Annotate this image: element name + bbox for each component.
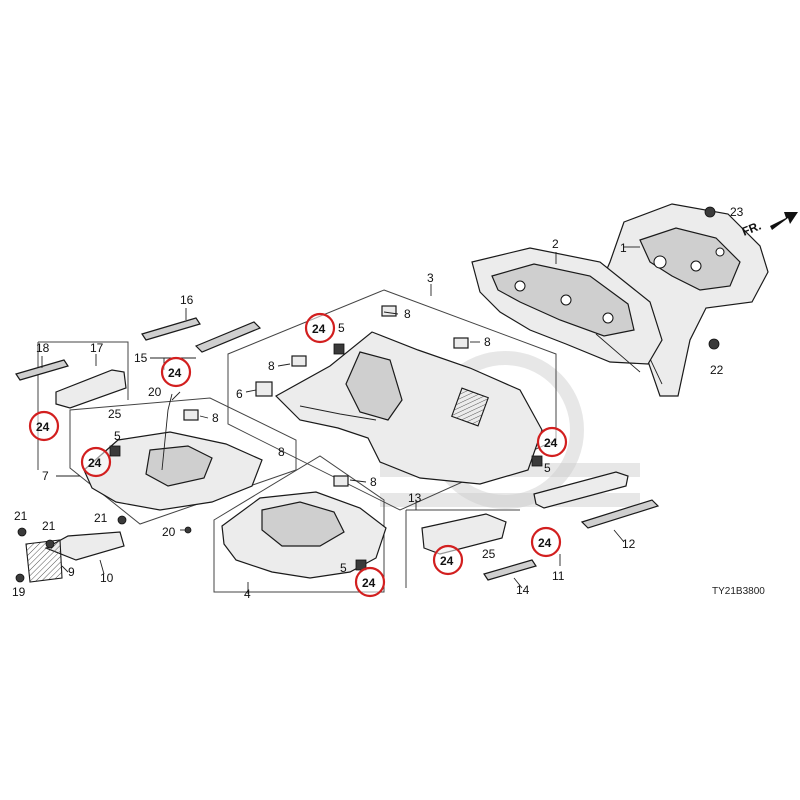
label-7: 7 [42,469,49,483]
bolt-23 [704,206,716,218]
label-18: 18 [36,341,50,355]
direction-arrow-icon [770,212,798,230]
part-labels: 1 2 3 4 5 5 5 5 6 7 8 8 8 8 8 8 9 10 11 … [12,205,744,601]
frame-carpet-lower [213,455,385,593]
label-23: 23 [730,205,744,219]
label-5d: 5 [340,561,347,575]
plate-16b [194,321,262,353]
label-8b: 8 [268,359,275,373]
callout-24-g[interactable]: 24 [432,544,464,576]
callout-24-b-text: 24 [168,366,182,380]
plate-13 [421,513,507,555]
callout-24-c-text: 24 [36,420,50,434]
label-17: 17 [90,341,104,355]
callout-24-a-text: 24 [312,322,326,336]
callout-24-f-text: 24 [538,536,552,550]
clip-8c [453,337,469,349]
screw-21c [117,515,127,525]
group-frames [37,289,557,593]
callout-24-e[interactable]: 24 [536,426,568,458]
label-4: 4 [244,587,251,601]
plate-11 [533,471,629,509]
label-8e: 8 [370,475,377,489]
clip-8a [291,355,307,367]
callout-24-c[interactable]: 24 [28,410,60,442]
bolt-22 [708,338,720,350]
frame-sill-left [37,341,129,470]
label-10: 10 [100,571,114,585]
label-8a: 8 [404,307,411,321]
screw-21b [45,539,55,549]
dashboard-insulator-inner [471,247,663,373]
label-11: 11 [552,569,565,583]
scuff-plates [15,317,660,583]
callout-24-h-text: 24 [362,576,376,590]
label-8f: 8 [278,445,285,459]
front-floor-carpet [275,331,543,485]
diagram-code: TY21B3800 [712,586,765,597]
label-8c: 8 [484,335,491,349]
label-25a: 25 [108,407,122,421]
label-20a: 20 [148,385,162,399]
clip-5b [333,343,345,355]
callout-24-d[interactable]: 24 [80,446,112,478]
label-21b: 21 [42,519,56,533]
plate-16a [141,317,201,341]
label-16: 16 [180,293,194,307]
label-21c: 21 [94,511,108,525]
frame-carpet-rear [69,397,297,525]
screw-19 [15,573,25,583]
label-22: 22 [710,363,724,377]
plate-12 [580,499,660,529]
label-15: 15 [134,351,148,365]
frame-carpet-front [227,289,557,511]
label-5c: 5 [544,461,551,475]
clip-8e [333,475,349,487]
plate-17 [55,369,127,409]
highlighted-labels: 24 24 24 24 24 24 24 24 [28,312,568,598]
label-1: 1 [620,241,627,255]
label-14: 14 [516,583,530,597]
callout-24-e-text: 24 [544,436,558,450]
label-25b: 25 [482,547,496,561]
frame-sill-right [405,509,520,588]
clip-5a [109,445,121,457]
label-3: 3 [427,271,434,285]
label-21a: 21 [14,509,28,523]
clip-8d [183,409,199,421]
direction-label: FR. [740,219,763,239]
label-20b: 20 [162,525,176,539]
label-13: 13 [408,491,422,505]
callout-24-b[interactable]: 24 [160,356,192,388]
screw-21a [17,527,27,537]
plate-18 [15,359,69,381]
rear-carpet [83,393,263,511]
label-12: 12 [622,537,636,551]
leader-lines [41,246,640,594]
label-5a: 5 [338,321,345,335]
label-5b: 5 [114,429,121,443]
rear-floor-carpet [221,491,387,579]
front-direction-indicator: FR. [740,212,798,239]
callout-24-f[interactable]: 24 [530,526,562,558]
plate-14 [483,559,537,581]
pad-6 [255,381,273,397]
clip-8b [381,305,397,317]
label-2: 2 [552,237,559,251]
dashboard-insulator-outer [595,203,769,397]
callout-24-d-text: 24 [88,456,102,470]
plate-10 [44,531,125,561]
callout-24-h[interactable]: 24 [354,566,386,598]
label-6: 6 [236,387,243,401]
callout-24-a[interactable]: 24 [304,312,336,344]
label-9: 9 [68,565,75,579]
callout-24-g-text: 24 [440,554,454,568]
clip-5c [531,455,543,467]
label-19: 19 [12,585,26,599]
small-parts [15,206,720,583]
label-8d: 8 [212,411,219,425]
grille-9 [25,539,63,583]
